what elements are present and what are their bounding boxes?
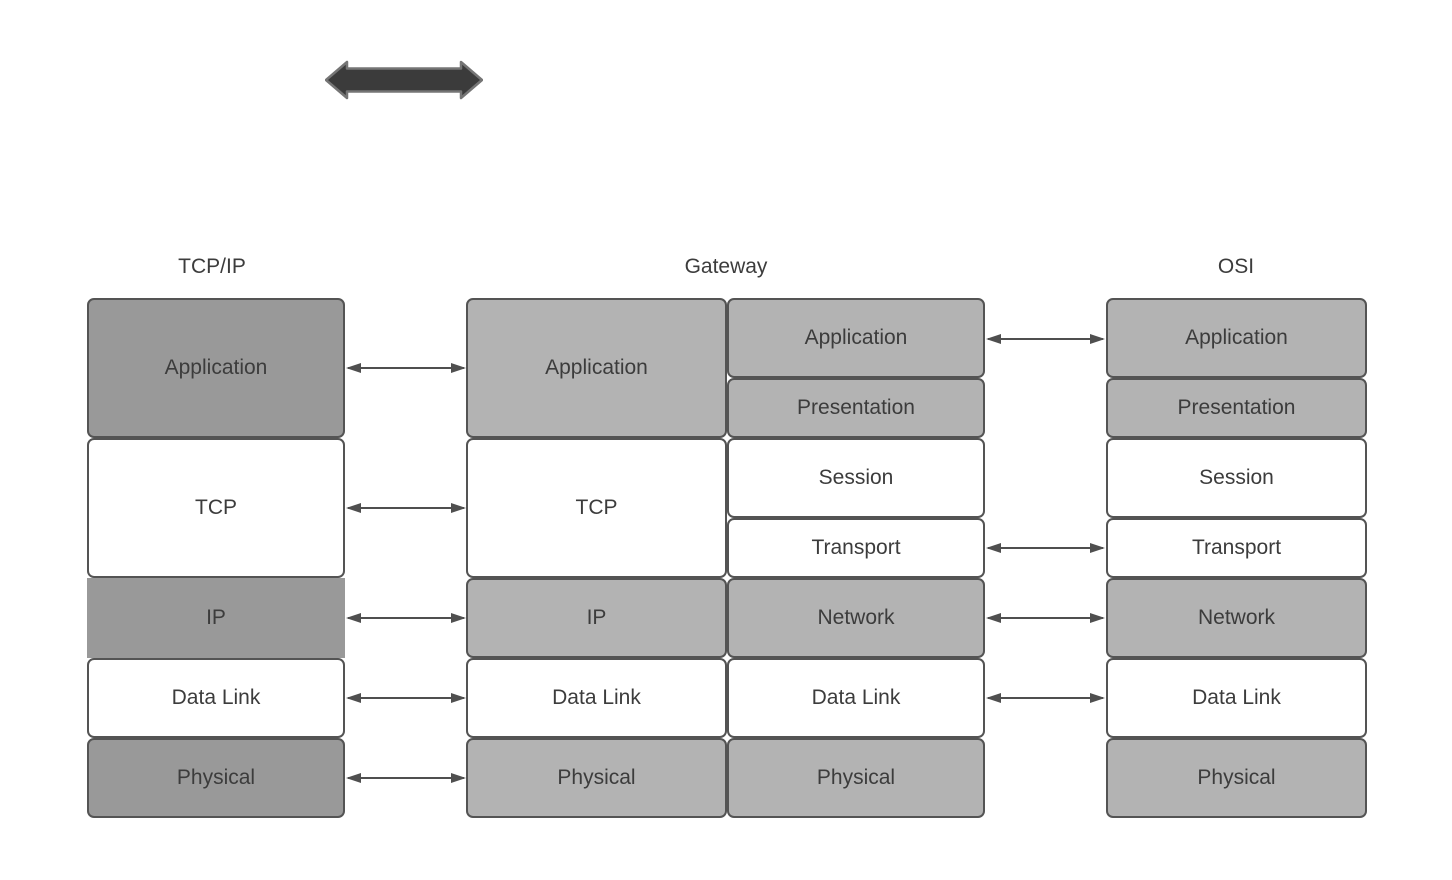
connector-arrow-gateway-data-link--osi-data-link xyxy=(988,696,1103,700)
osi-layer-presentation: Presentation xyxy=(1106,378,1367,438)
layer-label: IP xyxy=(206,606,226,629)
gateway-right-layer-transport: Transport xyxy=(727,518,985,578)
gateway-left-layer-data-link: Data Link xyxy=(466,658,727,738)
connector-arrow-gateway-transport--osi-transport xyxy=(988,546,1103,550)
layer-label: Application xyxy=(545,356,648,379)
layer-label: Data Link xyxy=(1192,686,1281,709)
connector-arrow-gateway-network--osi-network xyxy=(988,616,1103,620)
osi-layer-application: Application xyxy=(1106,298,1367,378)
tcpip-layer-tcp: TCP xyxy=(87,438,345,578)
gateway-left-layer-ip: IP xyxy=(466,578,727,658)
layer-label: Presentation xyxy=(797,396,915,419)
column-header-osi: OSI xyxy=(1217,255,1255,278)
osi-layer-transport: Transport xyxy=(1106,518,1367,578)
layer-label: Network xyxy=(817,606,895,629)
gateway-left-layer-tcp: TCP xyxy=(466,438,727,578)
column-header-tcpip: TCP/IP xyxy=(178,255,246,278)
tcpip-layer-physical: Physical xyxy=(87,738,345,818)
connector-arrow-tcpip-ip--gateway-ip xyxy=(348,616,464,620)
layer-label: IP xyxy=(586,606,607,629)
gateway-right-layer-session: Session xyxy=(727,438,985,518)
connector-arrow-tcpip-physical--gateway-physical xyxy=(348,776,464,780)
osi-layer-session: Session xyxy=(1106,438,1367,518)
tcpip-layer-application: Application xyxy=(87,298,345,438)
connector-arrow-tcpip-data-link--gateway-data-link xyxy=(348,696,464,700)
osi-layer-data-link: Data Link xyxy=(1106,658,1367,738)
layer-label: Application xyxy=(164,356,268,379)
column-header-gateway: Gateway xyxy=(684,255,768,278)
gateway-right-layer-physical: Physical xyxy=(727,738,985,818)
thick-double-arrow-shape xyxy=(325,60,483,100)
layer-label: Data Link xyxy=(811,686,901,709)
layer-label: TCP xyxy=(195,496,237,519)
layer-label: Physical xyxy=(176,766,256,789)
osi-layer-physical: Physical xyxy=(1106,738,1367,818)
connector-arrow-tcpip-application--gateway-application xyxy=(348,366,464,370)
thick-double-arrow-icon xyxy=(325,60,483,100)
tcpip-layer-data-link: Data Link xyxy=(87,658,345,738)
layer-label: Transport xyxy=(1191,536,1282,559)
gateway-right-layer-network: Network xyxy=(727,578,985,658)
gateway-right-layer-presentation: Presentation xyxy=(727,378,985,438)
connector-arrow-tcpip-tcp--gateway-tcp xyxy=(348,506,464,510)
layer-label: Physical xyxy=(557,766,636,789)
tcpip-layer-ip: IP xyxy=(87,578,345,658)
gateway-left-layer-application: Application xyxy=(466,298,727,438)
layer-label: Application xyxy=(804,326,908,349)
layer-label: Data Link xyxy=(171,686,261,709)
layer-label: TCP xyxy=(575,496,618,519)
osi-layer-network: Network xyxy=(1106,578,1367,658)
gateway-right-layer-data-link: Data Link xyxy=(727,658,985,738)
layer-label: Session xyxy=(818,466,894,489)
layer-label: Data Link xyxy=(552,686,641,709)
layer-label: Transport xyxy=(811,536,901,559)
connector-arrow-gateway-application--osi-application xyxy=(988,337,1103,341)
layer-label: Application xyxy=(1185,326,1288,349)
layer-label: Presentation xyxy=(1177,396,1296,419)
gateway-left-layer-physical: Physical xyxy=(466,738,727,818)
layer-label: Physical xyxy=(1197,766,1276,789)
gateway-right-layer-application: Application xyxy=(727,298,985,378)
layer-label: Physical xyxy=(816,766,896,789)
layer-label: Session xyxy=(1199,466,1274,489)
layer-label: Network xyxy=(1197,606,1276,629)
